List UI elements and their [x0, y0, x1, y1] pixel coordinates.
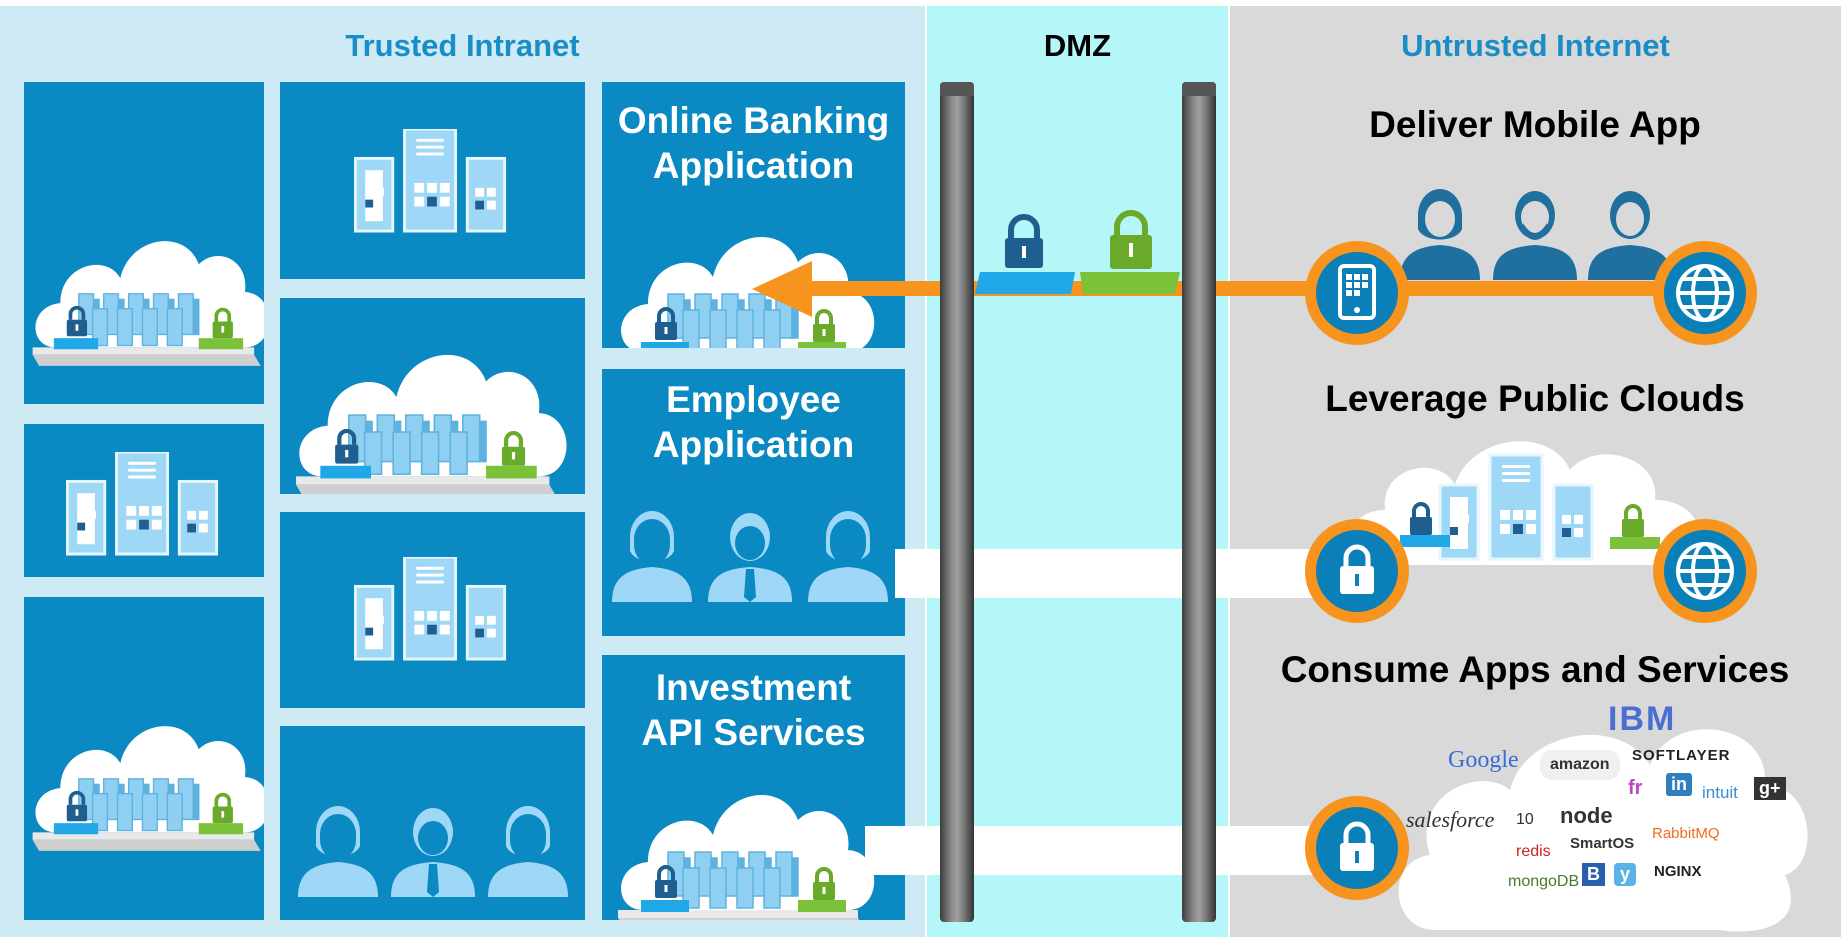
dmz-zone: DMZ — [927, 6, 1228, 937]
linkedin-logo: in — [1666, 773, 1692, 796]
leverage-public-clouds-title: Leverage Public Clouds — [1325, 378, 1745, 419]
softlayer-logo: SOFTLAYER — [1632, 747, 1731, 764]
smartos-logo: SmartOS — [1570, 835, 1635, 852]
tile-cloud-servers-3 — [280, 298, 585, 494]
tablet-icon — [1338, 264, 1376, 320]
dmz-title: DMZ — [1043, 28, 1112, 63]
investment-title-1: Investment — [655, 667, 852, 708]
tile-users — [280, 726, 585, 920]
nginx-logo: NGINX — [1654, 863, 1702, 880]
employee-title-1: Employee — [666, 379, 841, 420]
untrusted-internet-title: Untrusted Internet — [1401, 28, 1670, 63]
tile-cloud-servers-2 — [24, 597, 264, 920]
globe-icon — [1676, 264, 1734, 322]
services-cloud-icon — [1398, 729, 1808, 932]
online-banking-tile[interactable]: Online Banking Application — [602, 82, 905, 348]
employee-title-2: Application — [652, 424, 855, 465]
internet-globe-circle-1[interactable] — [1653, 241, 1757, 345]
socketio-logo: 10 — [1516, 811, 1534, 828]
salesforce-logo: salesforce — [1406, 807, 1495, 832]
lock-icon — [1340, 544, 1374, 594]
trusted-intranet-title: Trusted Intranet — [345, 28, 580, 63]
investment-api-tile[interactable]: Investment API Services — [602, 655, 905, 920]
tile-servers-1 — [24, 424, 264, 577]
intuit-logo: intuit — [1702, 783, 1738, 802]
fr-logo: fr — [1628, 777, 1643, 799]
internet-globe-circle-2[interactable] — [1653, 519, 1757, 623]
tile-servers-2 — [280, 82, 585, 279]
online-banking-title-2: Application — [652, 145, 855, 186]
investment-title-2: API Services — [641, 712, 866, 753]
tile-servers-3 — [280, 512, 585, 708]
redis-logo: redis — [1516, 843, 1551, 860]
cloud-servers-icon — [616, 234, 877, 348]
server-group-icon — [66, 452, 219, 556]
cloud-lock-circle[interactable] — [1305, 519, 1409, 623]
investment-connection-bar — [865, 826, 1325, 875]
rabbitmq-logo: RabbitMQ — [1652, 825, 1720, 842]
employees-icon — [612, 511, 888, 602]
consume-apps-services-title: Consume Apps and Services — [1280, 649, 1790, 690]
cloud-servers-icon — [30, 724, 264, 853]
mongodb-logo: mongoDB — [1508, 873, 1580, 890]
google-logo: Google — [1448, 747, 1519, 773]
online-banking-title-1: Online Banking — [617, 100, 890, 141]
globe-icon — [1676, 542, 1734, 600]
services-lock-circle[interactable] — [1305, 796, 1409, 900]
tile-cloud-servers-1 — [24, 82, 264, 404]
service-logos: IBM Google amazon SOFTLAYER fr in intuit… — [1390, 695, 1810, 935]
mobile-users-icon — [1400, 189, 1672, 280]
server-group-icon — [354, 557, 507, 661]
firewall-pillar-left — [940, 82, 974, 922]
cloud-servers-icon — [288, 318, 568, 494]
amazon-logo: amazon — [1540, 750, 1620, 780]
yammer-logo: y — [1614, 863, 1637, 886]
lock-icon — [1340, 821, 1374, 871]
dmz-locks-icon — [975, 210, 1180, 294]
arrow-head-icon — [752, 261, 812, 317]
server-group-icon — [354, 129, 507, 233]
google-plus-logo: g+ — [1754, 777, 1786, 800]
employee-application-tile[interactable]: Employee Application — [602, 369, 905, 636]
ibm-logo: IBM — [1608, 700, 1677, 738]
public-cloud-icon — [1350, 441, 1701, 565]
b-logo: B — [1582, 863, 1605, 886]
cloud-servers-icon — [30, 239, 264, 368]
node-logo: node — [1560, 803, 1613, 828]
firewall-pillar-right — [1182, 82, 1216, 922]
users-icon — [298, 806, 568, 897]
cloud-servers-icon — [616, 792, 877, 920]
deliver-mobile-app-title: Deliver Mobile App — [1369, 104, 1701, 145]
mobile-device-circle[interactable] — [1305, 241, 1409, 345]
